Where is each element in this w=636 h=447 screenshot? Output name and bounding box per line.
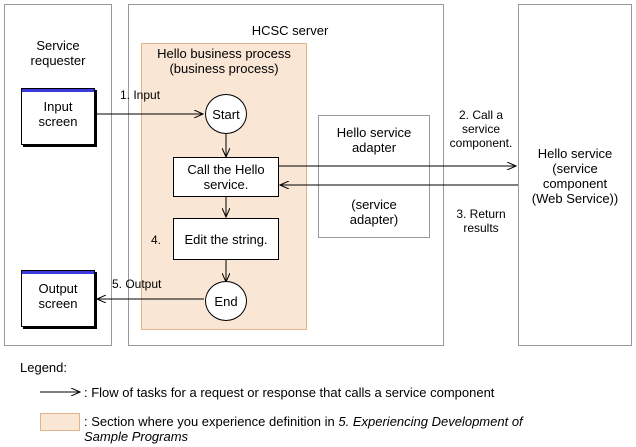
step-5-label: 5. Output (112, 277, 162, 291)
call-hello-service-node: Call the Hello service. (173, 157, 279, 197)
legend-title: Legend: (20, 360, 67, 375)
start-node: Start (205, 94, 247, 134)
step-4-label: 4. (151, 233, 162, 247)
edit-string-node: Edit the string. (173, 218, 279, 260)
legend-arrow-text: : Flow of tasks for a request or respons… (84, 385, 495, 400)
service-requester-title: Service requester (30, 38, 86, 68)
hello-service-label: Hello service (service component (Web Se… (531, 146, 619, 206)
legend-section-prefix: : Section where you experience definitio… (84, 414, 339, 429)
legend-section-ref-1: 5. Experiencing Development of (338, 414, 523, 429)
step-2-label: 2. Call a service component. (449, 108, 513, 150)
hello-service-adapter-title: Hello service adapter (336, 125, 412, 155)
step-3-label: 3. Return results (456, 207, 506, 235)
hcsc-server-title: HCSC server (251, 23, 329, 38)
input-screen-titlebar (22, 89, 94, 92)
end-node: End (205, 281, 247, 321)
hello-service-adapter-box (318, 115, 430, 238)
legend-section-text: : Section where you experience definitio… (84, 414, 629, 444)
output-screen-label-2: screen (38, 296, 78, 311)
output-screen-titlebar (22, 271, 94, 274)
output-screen-label-1: Output (38, 281, 78, 296)
business-process-title: Hello business process (business process… (157, 46, 291, 76)
input-screen-label-1: Input (43, 99, 73, 114)
hello-service-panel (518, 4, 632, 346)
output-screen-window: Output screen (21, 270, 95, 327)
legend-section-ref-2: Sample Programs (84, 429, 189, 444)
legend-section-swatch (40, 413, 80, 431)
step-1-label: 1. Input (120, 88, 161, 102)
input-screen-window: Input screen (21, 88, 95, 145)
input-screen-label-2: screen (38, 114, 78, 129)
service-adapter-sublabel: (service adapter) (349, 197, 399, 227)
